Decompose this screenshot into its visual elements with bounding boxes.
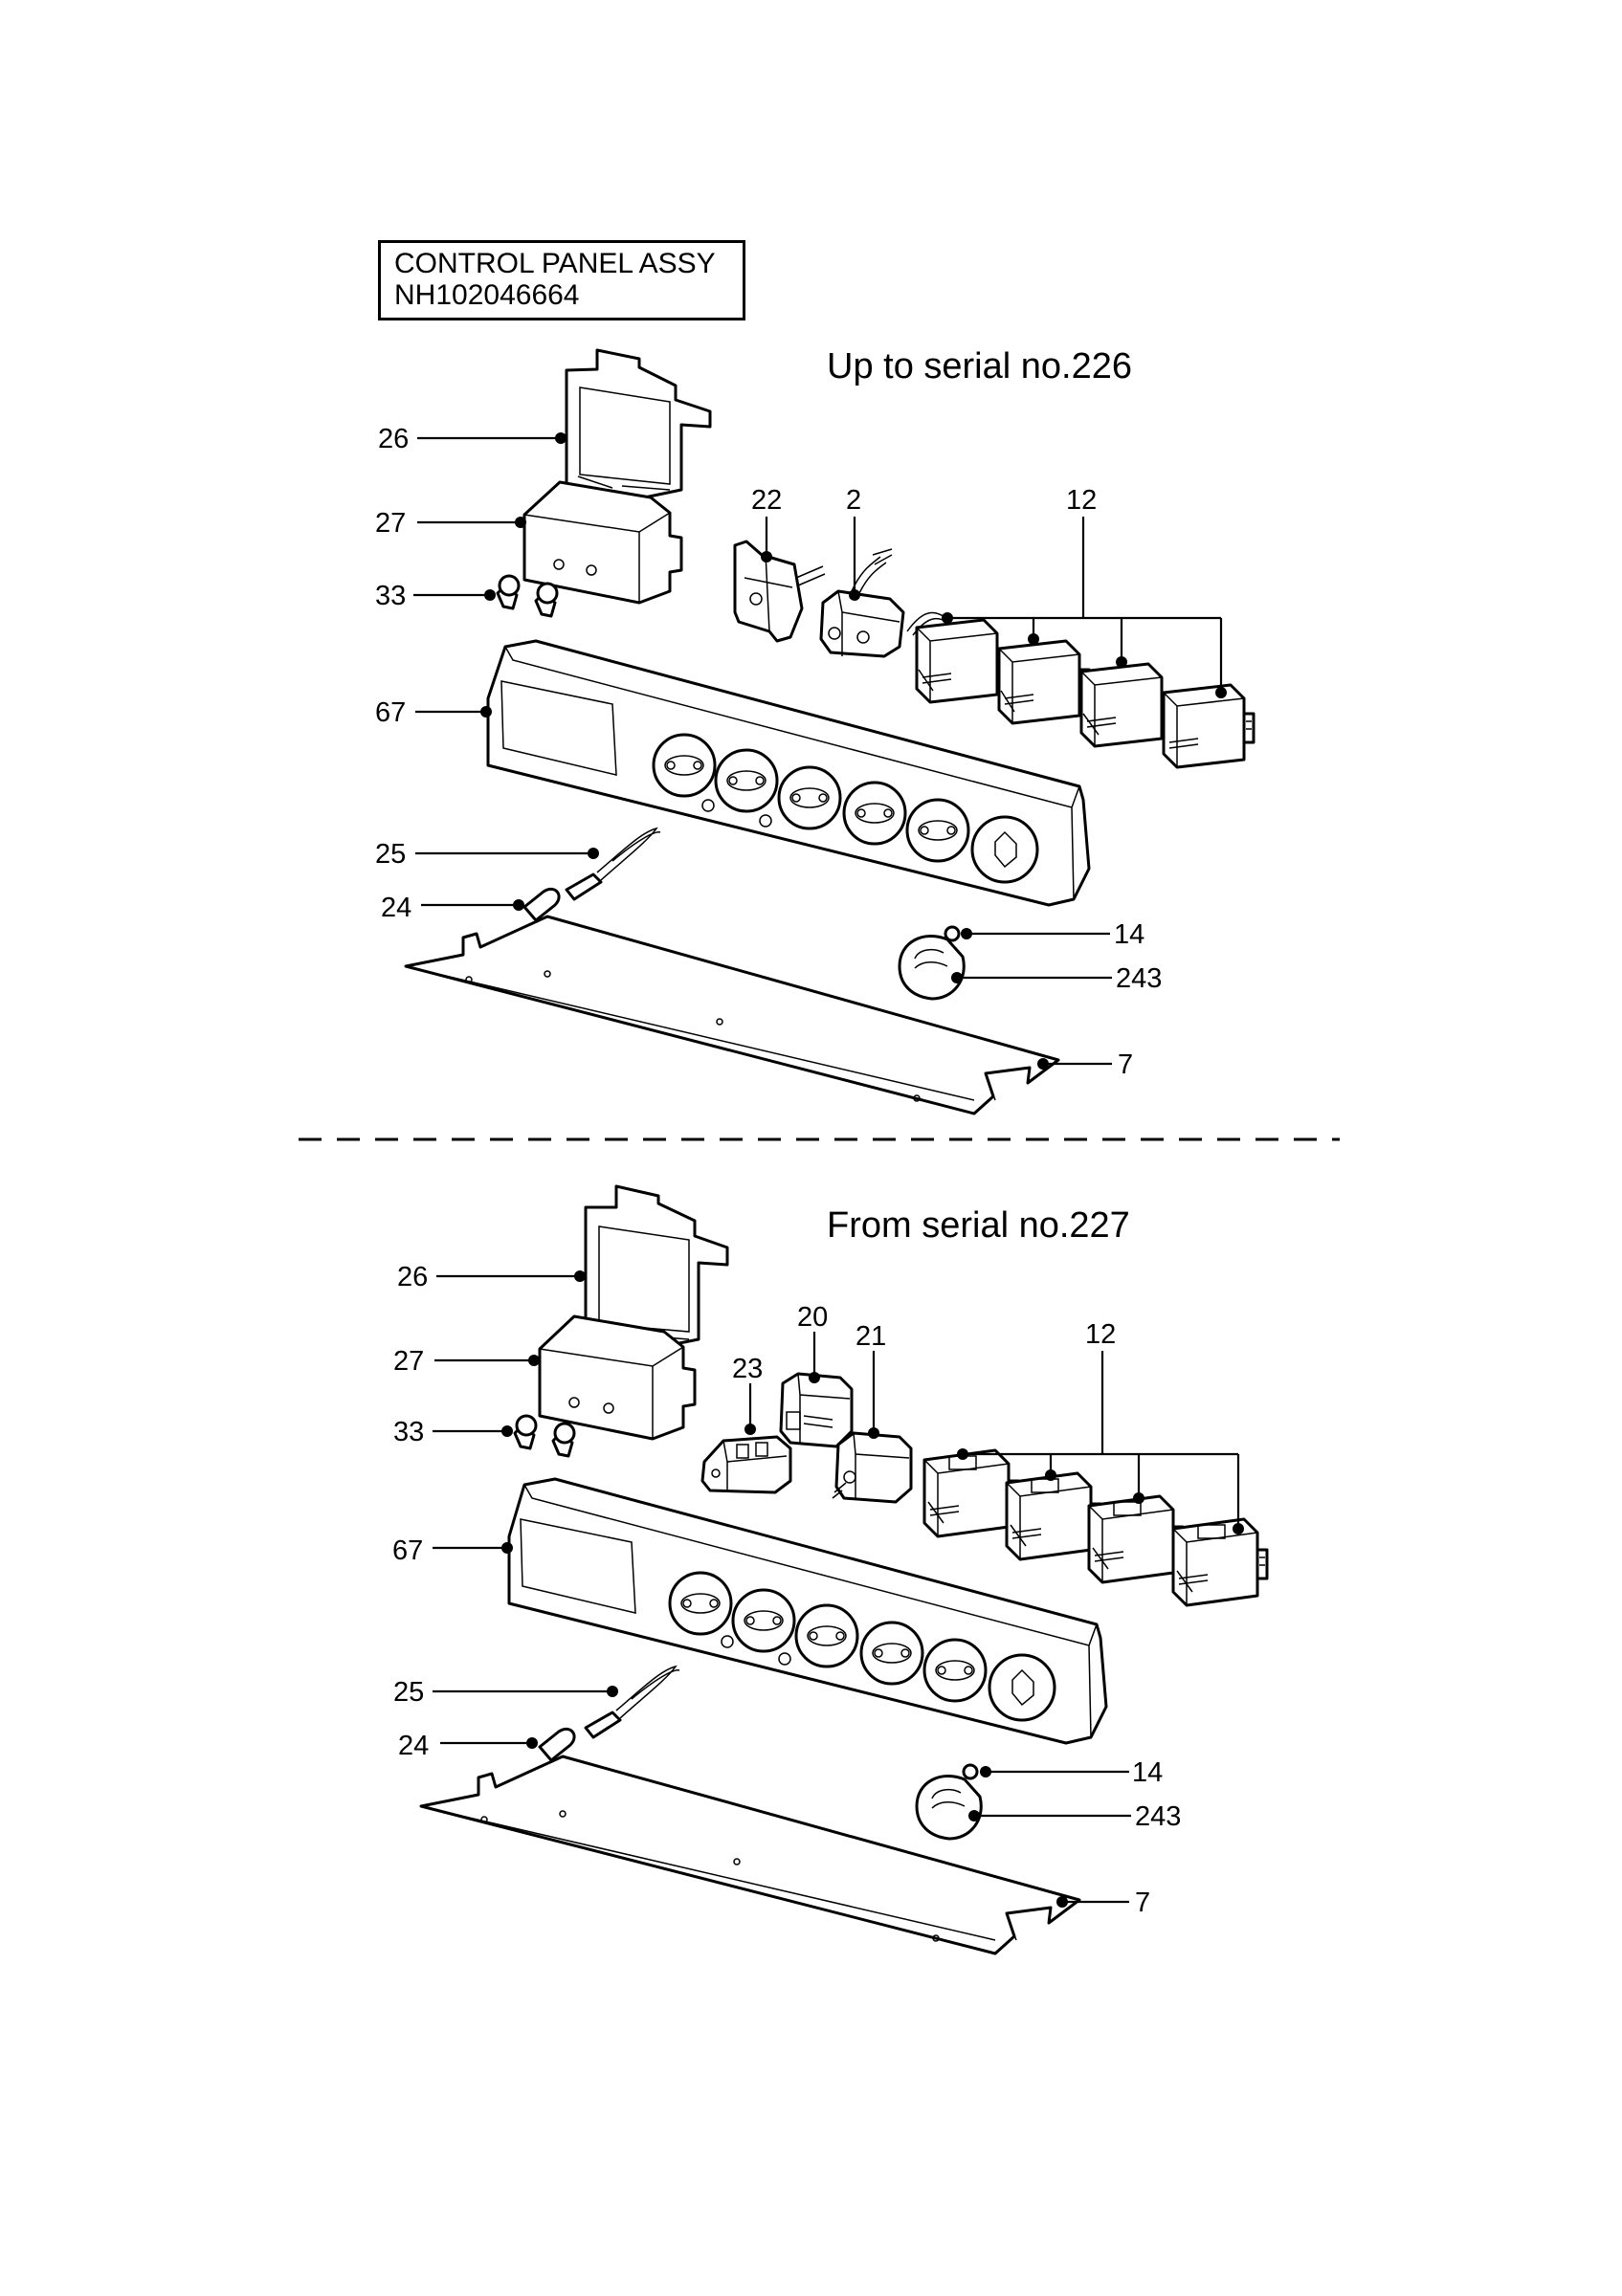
part-26-bracket (565, 348, 712, 501)
callout-21-lower: 21 (855, 1321, 886, 1352)
callout-7-upper: 7 (1118, 1049, 1133, 1080)
part-22-switch (733, 540, 826, 643)
callout-27-lower: 27 (393, 1346, 424, 1377)
callout-12-upper: 12 (1066, 485, 1097, 516)
part-25-wire-lower (584, 1665, 680, 1739)
part-27-box-lower (538, 1314, 697, 1441)
callout-12-lower: 12 (1085, 1319, 1116, 1350)
part-23-terminal (700, 1435, 792, 1494)
part-20-relay (779, 1372, 854, 1448)
assembly-name: CONTROL PANEL ASSY (394, 248, 716, 279)
assembly-title-box: CONTROL PANEL ASSY NH102046664 (378, 240, 745, 320)
callout-25-upper: 25 (375, 839, 406, 870)
section-title-lower: From serial no.227 (827, 1205, 1130, 1246)
callout-24-lower: 24 (398, 1731, 429, 1761)
callout-24-upper: 24 (381, 893, 411, 923)
callout-67-lower: 67 (392, 1535, 423, 1566)
part-243-knob-lower (915, 1775, 983, 1841)
part-33-screws (496, 574, 559, 618)
callout-67-upper: 67 (375, 697, 406, 728)
part-33-screws-lower (513, 1414, 576, 1458)
part-2-switch (819, 548, 905, 658)
callout-23-lower: 23 (732, 1354, 763, 1384)
callout-14-lower: 14 (1132, 1757, 1163, 1788)
callout-14-upper: 14 (1114, 919, 1144, 950)
section-title-upper: Up to serial no.226 (827, 346, 1132, 386)
part-7-base-plate-lower (419, 1755, 1081, 1955)
part-25-wire (565, 827, 661, 901)
callout-7-lower: 7 (1135, 1888, 1150, 1918)
part-12-modules-lower (922, 1448, 1269, 1607)
callout-27-upper: 27 (375, 508, 406, 539)
part-27-box (522, 480, 683, 605)
callout-33-lower: 33 (393, 1417, 424, 1447)
callout-20-lower: 20 (797, 1302, 828, 1333)
callout-33-upper: 33 (375, 581, 406, 611)
part-14-lamp-lower (962, 1763, 979, 1780)
part-24-bulb-lower (538, 1727, 576, 1762)
part-67-fascia-lower (507, 1477, 1108, 1745)
part-243-knob (898, 935, 966, 1001)
part-21-switch (832, 1431, 913, 1504)
callout-26-upper: 26 (378, 424, 409, 454)
callout-243-lower: 243 (1135, 1801, 1181, 1832)
assembly-part-number: NH102046664 (394, 279, 580, 311)
part-12-modules (906, 611, 1255, 769)
callout-22-upper: 22 (751, 485, 782, 516)
callout-243-upper: 243 (1116, 963, 1162, 994)
part-24-bulb (522, 887, 561, 922)
part-7-base-plate (404, 915, 1060, 1115)
upper-callouts: 26 27 33 67 25 24 22 2 12 14 (375, 424, 1227, 1080)
lower-callouts: 26 27 33 67 25 24 23 20 21 12 (392, 1262, 1244, 1918)
part-14-lamp (944, 925, 961, 942)
upper-section: 26 27 33 67 25 24 22 2 12 14 (375, 348, 1255, 1115)
lower-section: 26 27 33 67 25 24 23 20 21 12 (392, 1184, 1269, 1955)
callout-25-lower: 25 (393, 1677, 424, 1708)
callout-26-lower: 26 (397, 1262, 428, 1292)
callout-2-upper: 2 (846, 485, 861, 516)
part-67-fascia (486, 639, 1091, 907)
